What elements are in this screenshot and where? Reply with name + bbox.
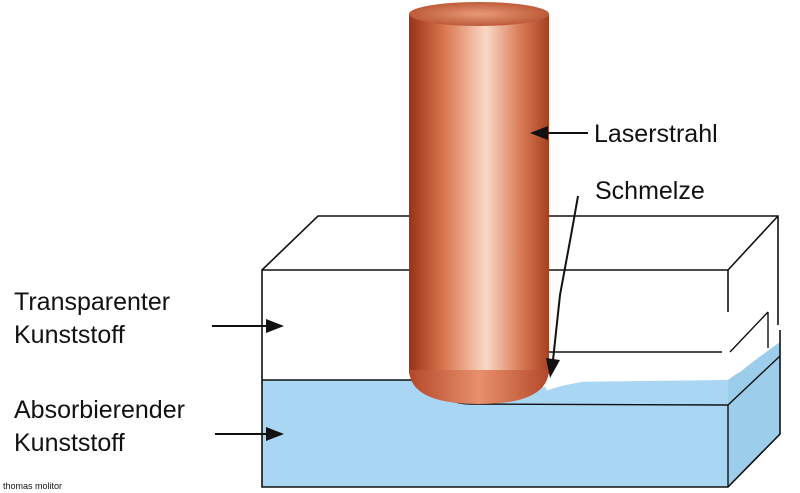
label-laser: Laserstrahl: [594, 120, 718, 148]
melt-arrow: [546, 195, 579, 378]
laser-arrow: [530, 126, 588, 140]
label-absorbing-line2: Kunststoff: [14, 429, 125, 457]
transparent-arrow: [212, 319, 284, 333]
label-transparent-line1: Transparenter: [14, 288, 170, 316]
credit-text: thomas molitor: [3, 481, 62, 491]
laser-beam: [409, 2, 549, 404]
absorbing-arrow: [215, 427, 284, 441]
label-absorbing-line1: Absorbierender: [14, 396, 185, 424]
label-melt: Schmelze: [595, 177, 705, 205]
label-transparent-line2: Kunststoff: [14, 321, 125, 349]
label-arrows: [212, 126, 588, 441]
absorbing-plastic-block: [261, 330, 781, 488]
